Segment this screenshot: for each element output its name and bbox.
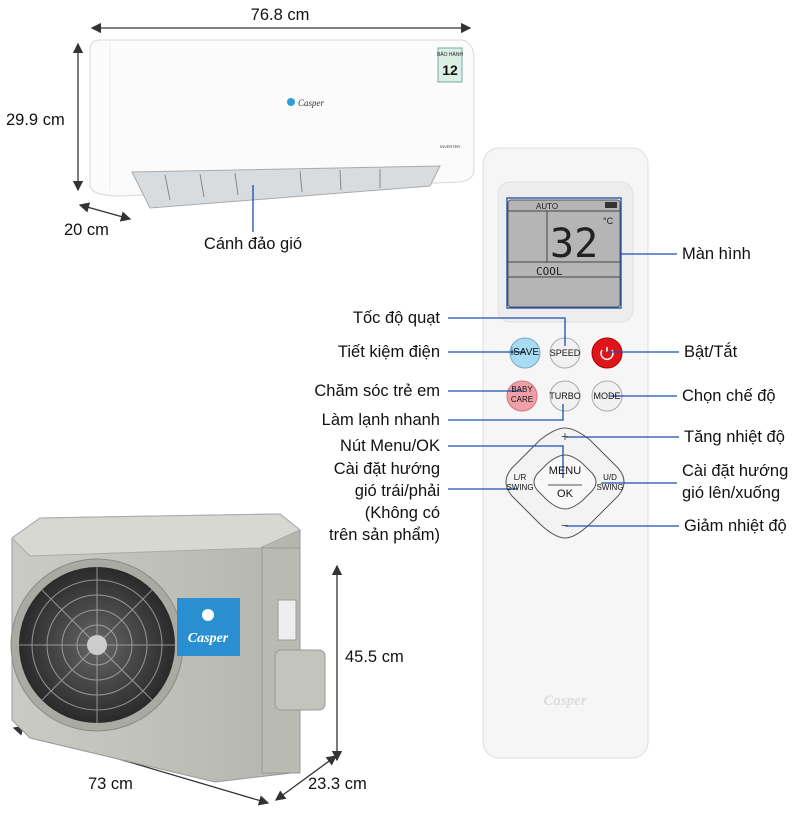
ud-line-1: Cài đặt hướng: [682, 462, 789, 480]
isave-button[interactable]: iSAVE: [510, 347, 540, 358]
turbo-button[interactable]: TURBO: [549, 391, 581, 401]
lr-line-3: (Không có: [364, 504, 440, 522]
svg-text:°C: °C: [603, 216, 614, 226]
callout-mode: Chọn chế độ: [682, 387, 776, 405]
menu-button[interactable]: MENU: [548, 465, 582, 477]
power-icon: [600, 347, 614, 360]
callout-lines: [252, 185, 679, 527]
outdoor-height-label: 45.5 cm: [345, 648, 404, 666]
callout-menu-ok: Nút Menu/OK: [340, 437, 440, 455]
callout-lr-swing: Cài đặt hướng gió trái/phải (Không có tr…: [329, 458, 440, 546]
casper-logo-icon: [287, 98, 295, 106]
callout-ud-swing: Cài đặt hướng gió lên/xuống: [682, 460, 788, 504]
lr-swing-text: SWING: [506, 483, 534, 492]
svg-text:COOL: COOL: [536, 265, 563, 278]
lr-text: L/R: [513, 473, 527, 482]
baby-text: BABY: [511, 385, 533, 394]
indoor-height-label: 29.9 cm: [6, 111, 65, 129]
remote-control: AUTO 32 °C COOL Casper: [482, 147, 649, 759]
svg-text:BẢO HÀNH: BẢO HÀNH: [437, 51, 464, 58]
display-temperature: 32: [550, 221, 598, 267]
mode-button[interactable]: MODE: [593, 391, 621, 401]
callout-energy-saving: Tiết kiệm điện: [337, 343, 440, 361]
svg-text:AUTO: AUTO: [536, 202, 558, 211]
svg-text:Casper: Casper: [543, 693, 587, 709]
callout-screen: Màn hình: [682, 245, 751, 263]
indoor-brand: Casper: [298, 98, 325, 108]
outdoor-depth-label: 23.3 cm: [308, 775, 367, 793]
lr-line-4: trên sản phẩm): [329, 526, 440, 544]
callout-fan-speed: Tốc độ quạt: [352, 309, 440, 327]
temp-up-button[interactable]: +: [560, 428, 570, 444]
ok-button[interactable]: OK: [557, 488, 573, 500]
warranty-badge: 12: [442, 62, 458, 78]
lr-line-2: gió trái/phải: [354, 482, 440, 500]
outdoor-width-label: 73 cm: [88, 775, 133, 793]
outdoor-brand-badge: [177, 598, 240, 656]
svg-text:INVERTER: INVERTER: [440, 144, 460, 149]
ud-line-2: gió lên/xuống: [682, 484, 781, 502]
care-text: CARE: [510, 395, 534, 404]
ud-swing-text: SWING: [596, 483, 624, 492]
callout-baby-care: Chăm sóc trẻ em: [314, 382, 440, 400]
callout-turbo: Làm lạnh nhanh: [321, 411, 440, 429]
outdoor-unit: Casper: [10, 513, 326, 783]
callout-power: Bật/Tắt: [684, 343, 738, 361]
ud-text: U/D: [603, 473, 617, 482]
speed-button[interactable]: SPEED: [549, 348, 581, 358]
indoor-width-label: 76.8 cm: [250, 6, 310, 24]
indoor-depth-label: 20 cm: [64, 221, 109, 239]
callout-temp-up: Tăng nhiệt độ: [684, 428, 785, 446]
svg-text:Casper: Casper: [188, 631, 229, 646]
louver-label: Cánh đảo gió: [203, 235, 303, 253]
callout-temp-down: Giảm nhiệt độ: [684, 517, 787, 535]
temp-down-button[interactable]: −: [560, 517, 570, 533]
indoor-unit: Casper BẢO HÀNH 12 INVERTER: [89, 39, 475, 209]
lr-line-1: Cài đặt hướng: [333, 460, 440, 478]
